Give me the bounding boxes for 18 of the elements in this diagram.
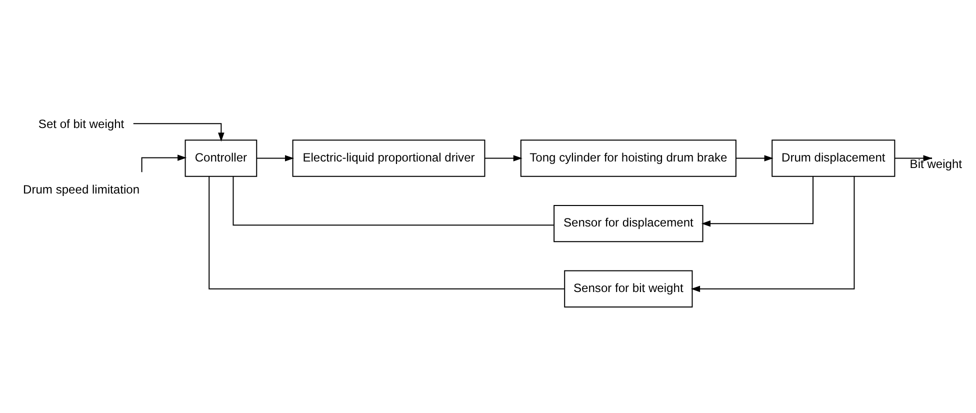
connector [208,176,564,289]
arrow [736,154,774,161]
arrow [701,176,814,226]
arrow [691,176,855,292]
arrow [133,122,224,142]
edge-label: Bit weight [910,156,962,170]
arrow [484,154,522,161]
node-box: Electric-liquid proportional driver [292,139,486,176]
node-box: Sensor for displacement [554,204,704,242]
node-text: Drum speed limitation [23,182,140,196]
node-text: Set of bit weight [38,116,124,131]
node-box: Tong cylinder for hoisting drum brake [520,139,736,176]
connector [232,176,554,226]
node-box: Drum displacement [772,139,896,176]
node-box: Controller [184,139,258,176]
arrow [141,154,187,172]
arrow [256,154,294,161]
node-box: Sensor for bit weight [564,270,693,307]
